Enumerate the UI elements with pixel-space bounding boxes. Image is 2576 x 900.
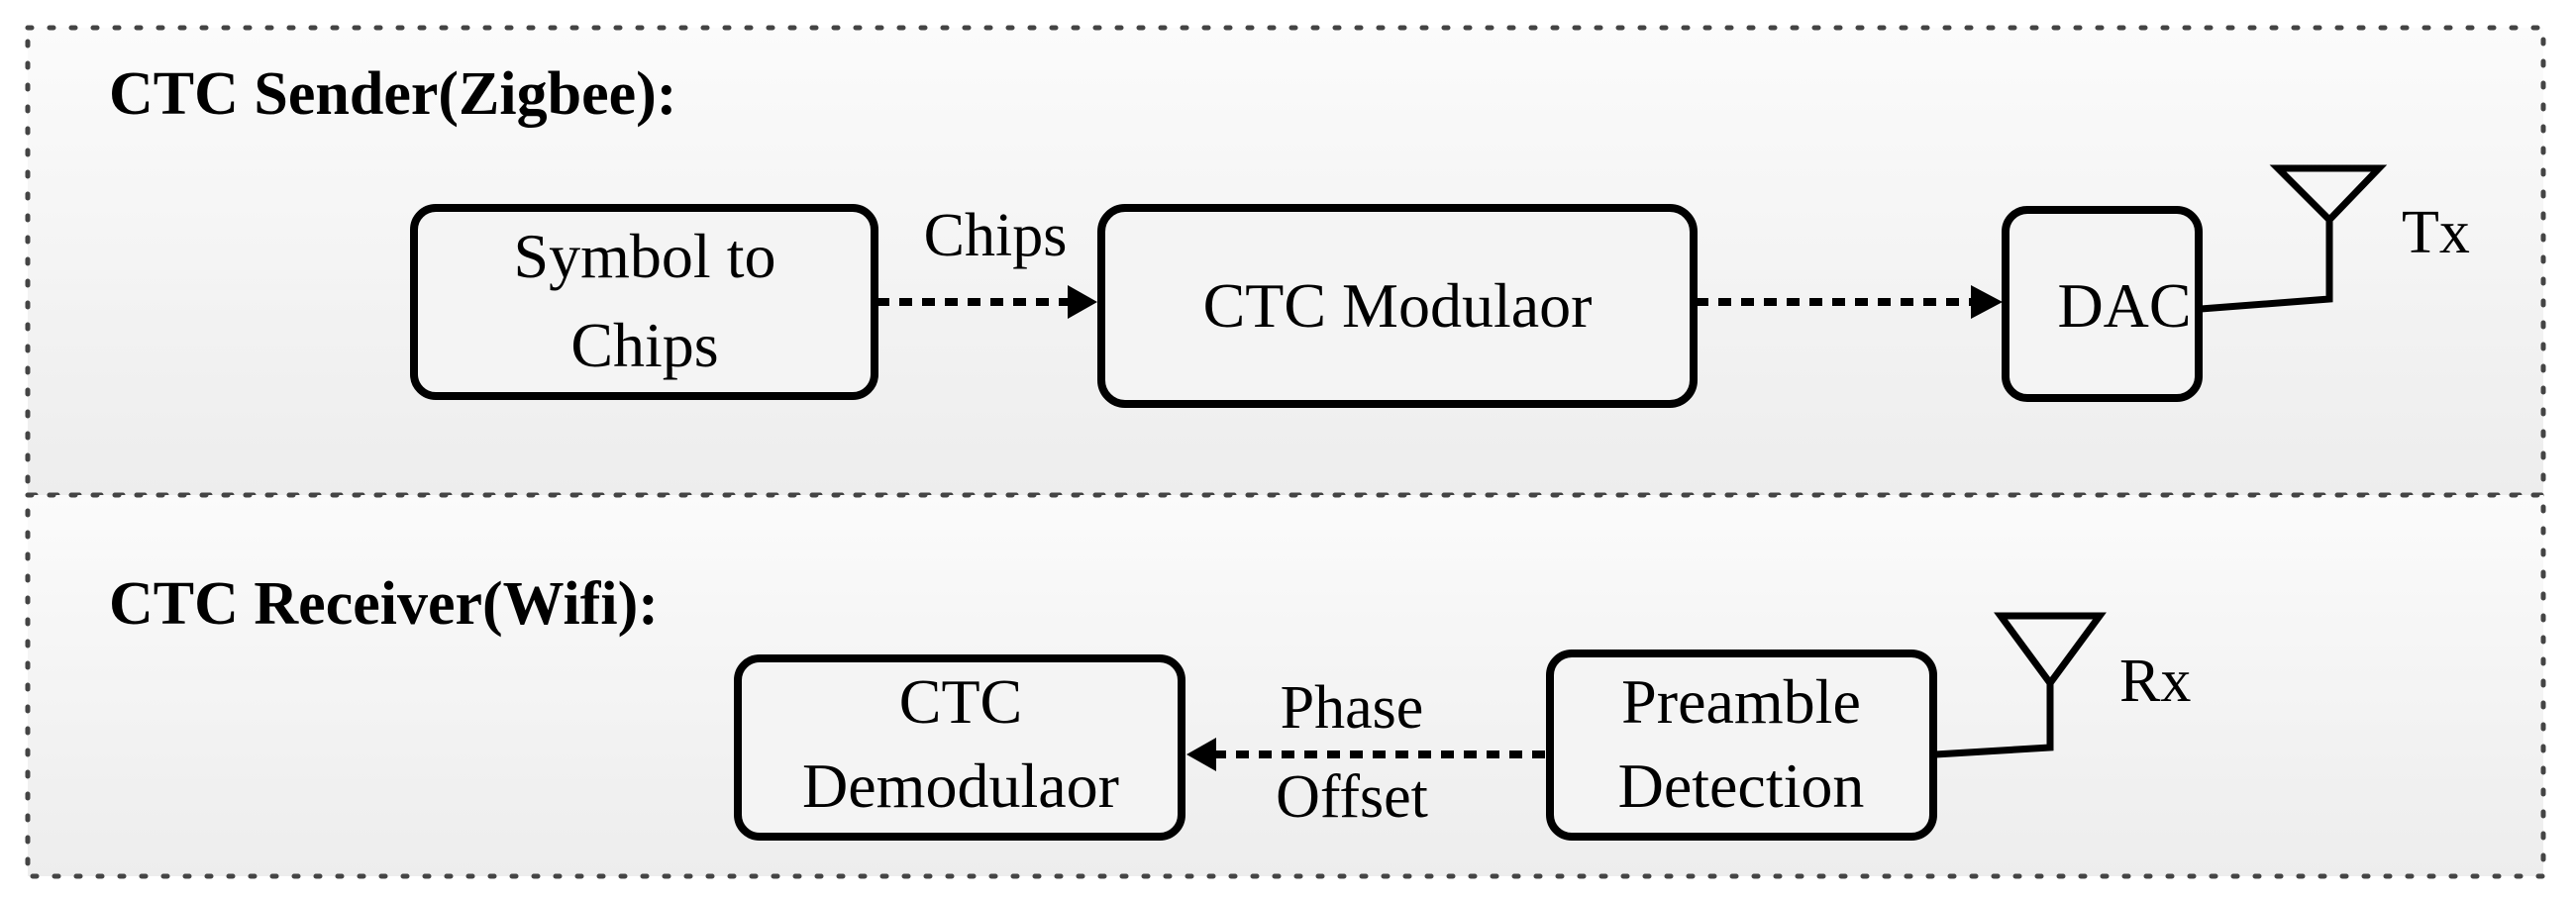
phase-offset-label-line2: Offset [1276,763,1428,831]
sender-panel-frame [25,25,2546,498]
ctc-demodulator-block: CTC Demodulaor [734,654,1185,841]
arrow-phase-offset-to-demodulator [1186,738,1545,771]
symbol-to-chips-label-line2: Chips [570,310,718,380]
preamble-detection-label-line2: Detection [1618,750,1865,821]
symbol-to-chips-label-line1: Symbol to [514,221,776,291]
receiver-title: CTC Receiver(Wifi): [109,570,659,638]
receiver-panel-background [28,495,2543,876]
sender-panel: CTC Sender(Zigbee): Symbol to Chips Chip… [25,25,2546,498]
ctc-modulator-block: CTC Modulaor [1097,204,1698,408]
rx-label: Rx [2119,648,2191,715]
dac-block: DAC [2002,206,2203,402]
arrow-modulator-to-dac [1696,285,2003,319]
arrow-chips-to-modulator [876,285,1097,319]
receiver-panel-frame [25,492,2546,879]
chips-edge-label: Chips [924,202,1068,269]
tx-label: Tx [2402,199,2470,266]
tx-antenna-icon [2200,164,2388,313]
ctc-demodulator-label-line1: CTC [899,666,1022,737]
ctc-modulator-label: CTC Modulaor [1203,270,1593,341]
rx-antenna-icon [1934,612,2107,758]
preamble-detection-block: Preamble Detection [1546,650,1937,841]
symbol-to-chips-block: Symbol to Chips [410,204,878,400]
dac-label: DAC [2057,270,2191,341]
phase-offset-label-line1: Phase [1281,674,1424,742]
receiver-panel: CTC Receiver(Wifi): CTC Demodulaor Phase… [25,492,2546,879]
sender-title: CTC Sender(Zigbee): [109,60,676,128]
preamble-detection-label-line1: Preamble [1621,666,1861,737]
ctc-demodulator-label-line2: Demodulaor [802,750,1119,821]
